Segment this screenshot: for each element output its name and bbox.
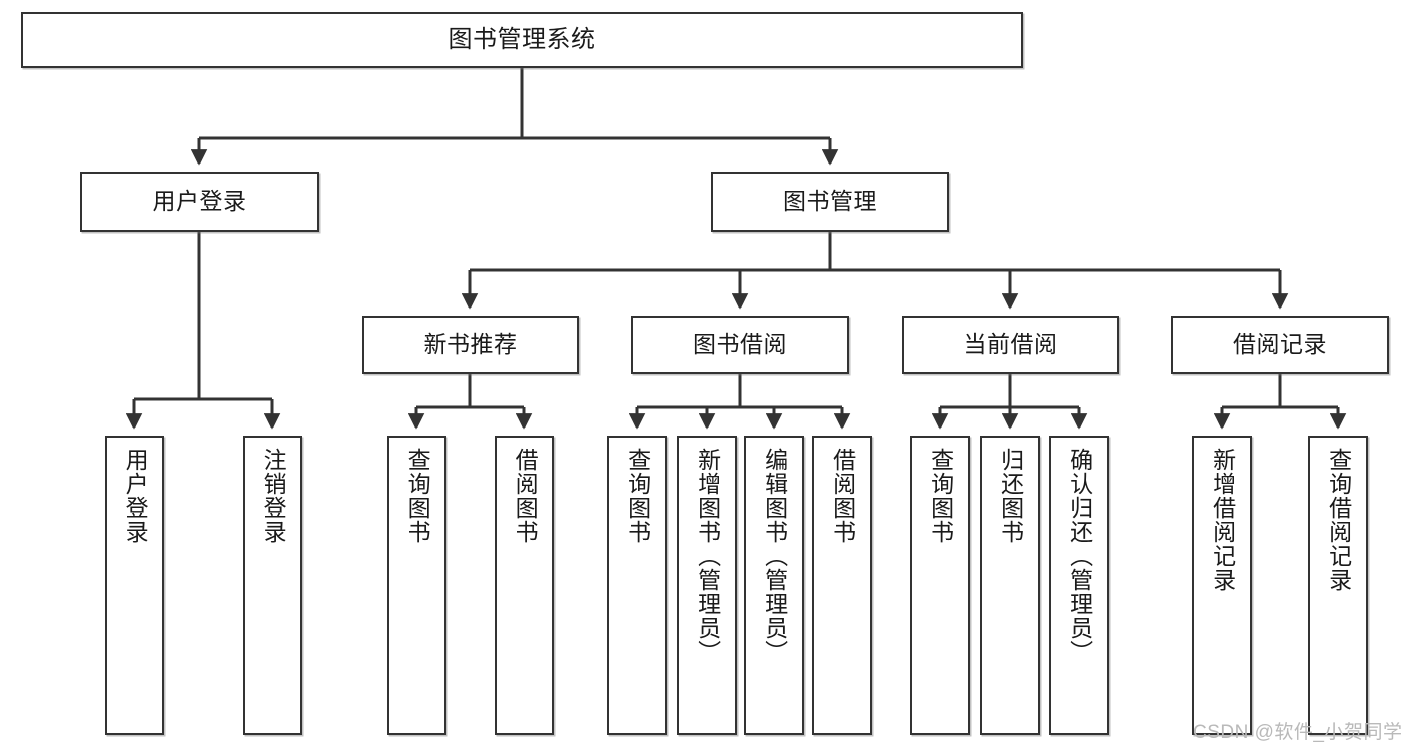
leaf-book-borrow-edit[interactable]: 编辑图书（管理员） — [744, 436, 804, 735]
node-label: 借阅记录 — [1233, 331, 1327, 358]
node-label: 编辑图书（管理员） — [761, 448, 788, 664]
node-new-book-recommend[interactable]: 新书推荐 — [362, 316, 579, 374]
leaf-borrow-record-query[interactable]: 查询借阅记录 — [1308, 436, 1368, 735]
node-label: 借阅图书 — [829, 448, 856, 544]
node-label: 当前借阅 — [963, 331, 1058, 358]
leaf-book-borrow-borrow[interactable]: 借阅图书 — [812, 436, 872, 735]
node-label: 查询图书 — [927, 448, 954, 544]
node-label: 注销登录 — [260, 448, 287, 544]
node-current-borrow[interactable]: 当前借阅 — [902, 316, 1119, 374]
node-root-system[interactable]: 图书管理系统 — [21, 12, 1023, 68]
node-book-borrow[interactable]: 图书借阅 — [631, 316, 849, 374]
node-book-management[interactable]: 图书管理 — [711, 172, 949, 232]
node-label: 借阅图书 — [512, 448, 539, 544]
node-label: 新增借阅记录 — [1209, 448, 1236, 592]
leaf-book-borrow-add[interactable]: 新增图书（管理员） — [677, 436, 737, 735]
leaf-current-borrow-query[interactable]: 查询图书 — [910, 436, 970, 735]
node-label: 用户登录 — [152, 188, 247, 215]
leaf-current-borrow-confirm[interactable]: 确认归还（管理员） — [1049, 436, 1109, 735]
node-label: 图书借阅 — [693, 331, 787, 358]
node-label: 新书推荐 — [423, 331, 518, 358]
node-label: 图书管理系统 — [448, 25, 596, 53]
csdn-watermark: CSDN @软件_小贺同学 — [1193, 722, 1403, 743]
node-label: 用户登录 — [122, 448, 149, 544]
leaf-user-login-login[interactable]: 用户登录 — [105, 436, 164, 735]
node-borrow-record[interactable]: 借阅记录 — [1171, 316, 1389, 374]
leaf-new-book-query[interactable]: 查询图书 — [387, 436, 446, 735]
node-label: 新增图书（管理员） — [694, 448, 721, 664]
leaf-current-borrow-return[interactable]: 归还图书 — [980, 436, 1040, 735]
node-label: 查询借阅记录 — [1325, 448, 1352, 592]
leaf-user-login-logout[interactable]: 注销登录 — [243, 436, 302, 735]
node-label: 图书管理 — [783, 188, 877, 215]
leaf-book-borrow-query[interactable]: 查询图书 — [607, 436, 667, 735]
leaf-new-book-borrow[interactable]: 借阅图书 — [495, 436, 554, 735]
node-user-login[interactable]: 用户登录 — [80, 172, 319, 232]
node-label: 归还图书 — [997, 448, 1024, 544]
node-label: 确认归还（管理员） — [1066, 448, 1093, 664]
node-label: 查询图书 — [404, 448, 431, 544]
leaf-borrow-record-add[interactable]: 新增借阅记录 — [1192, 436, 1252, 735]
node-label: 查询图书 — [624, 448, 651, 544]
